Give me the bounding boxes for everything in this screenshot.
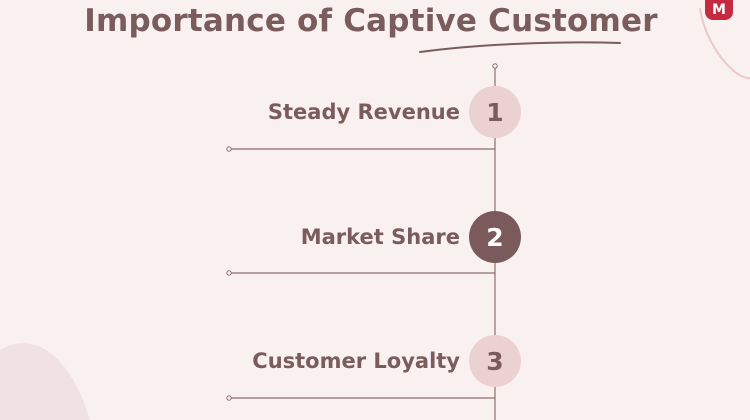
step-number-badge-2: 2 xyxy=(469,211,521,263)
connector-dot-2 xyxy=(226,270,232,276)
corner-blob-decoration xyxy=(0,343,90,420)
corner-arc-decoration xyxy=(699,7,750,80)
step-number-badge-1: 1 xyxy=(469,86,521,138)
step-label-1: Steady Revenue xyxy=(267,100,460,124)
step-label-3: Customer Loyalty xyxy=(252,349,460,373)
title-underline xyxy=(419,41,621,53)
brand-logo: M xyxy=(705,0,733,20)
connector-dot-1 xyxy=(226,146,232,152)
step-label-2: Market Share xyxy=(300,225,460,249)
page-title: Importance of Captive Customer xyxy=(84,3,658,39)
connector-dot-3 xyxy=(226,395,232,401)
step-number-badge-3: 3 xyxy=(469,335,521,387)
timeline-start-dot xyxy=(492,63,498,69)
